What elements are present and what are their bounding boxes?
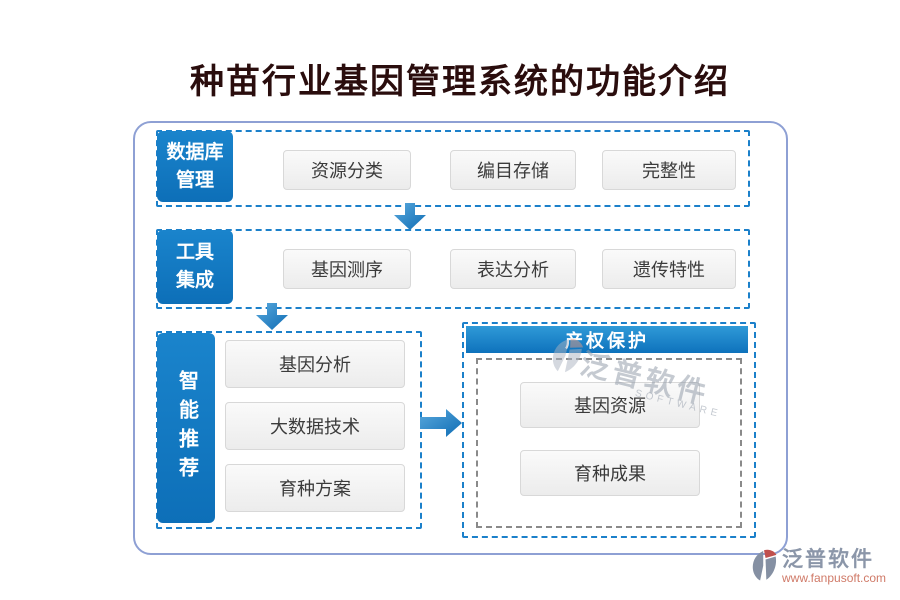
item-gene-resources: 基因资源 [520,382,700,428]
label-vertical-text: 智能推荐 [175,370,198,486]
label-line: 数据库 [166,141,224,163]
page-title: 种苗行业基因管理系统的功能介绍 [190,64,730,101]
corner-watermark: 泛普软件 www.fanpusoft.com [750,547,887,586]
label-line: 工具 [175,242,214,264]
arrow-right-icon [420,409,462,437]
fanpu-logo-icon [750,548,778,582]
ip-protection-header: 产权保护 [466,326,748,353]
label-line: 管理 [175,169,214,191]
item-resource-classification: 资源分类 [283,150,411,190]
brand-name: 泛普软件 [782,547,874,571]
smart-recommendation-label: 智能推荐 [157,333,215,523]
item-genetic-traits: 遗传特性 [602,249,736,289]
database-management-label: 数据库 管理 [157,131,233,202]
item-gene-sequencing: 基因测序 [283,249,411,289]
label-line: 集成 [175,270,214,291]
brand-url: www.fanpusoft.com [782,571,887,586]
item-integrity: 完整性 [602,150,736,190]
item-breeding-achievements: 育种成果 [520,450,700,496]
arrow-down-icon [394,203,426,230]
item-catalog-storage: 编目存储 [450,150,576,190]
arrow-down-icon [256,303,288,330]
item-gene-analysis: 基因分析 [225,340,405,388]
tool-integration-label: 工具 集成 [157,230,233,304]
item-expression-analysis: 表达分析 [450,249,576,289]
item-big-data-technology: 大数据技术 [225,402,405,450]
ip-protection-inner-group [476,358,742,528]
item-breeding-plan: 育种方案 [225,464,405,512]
